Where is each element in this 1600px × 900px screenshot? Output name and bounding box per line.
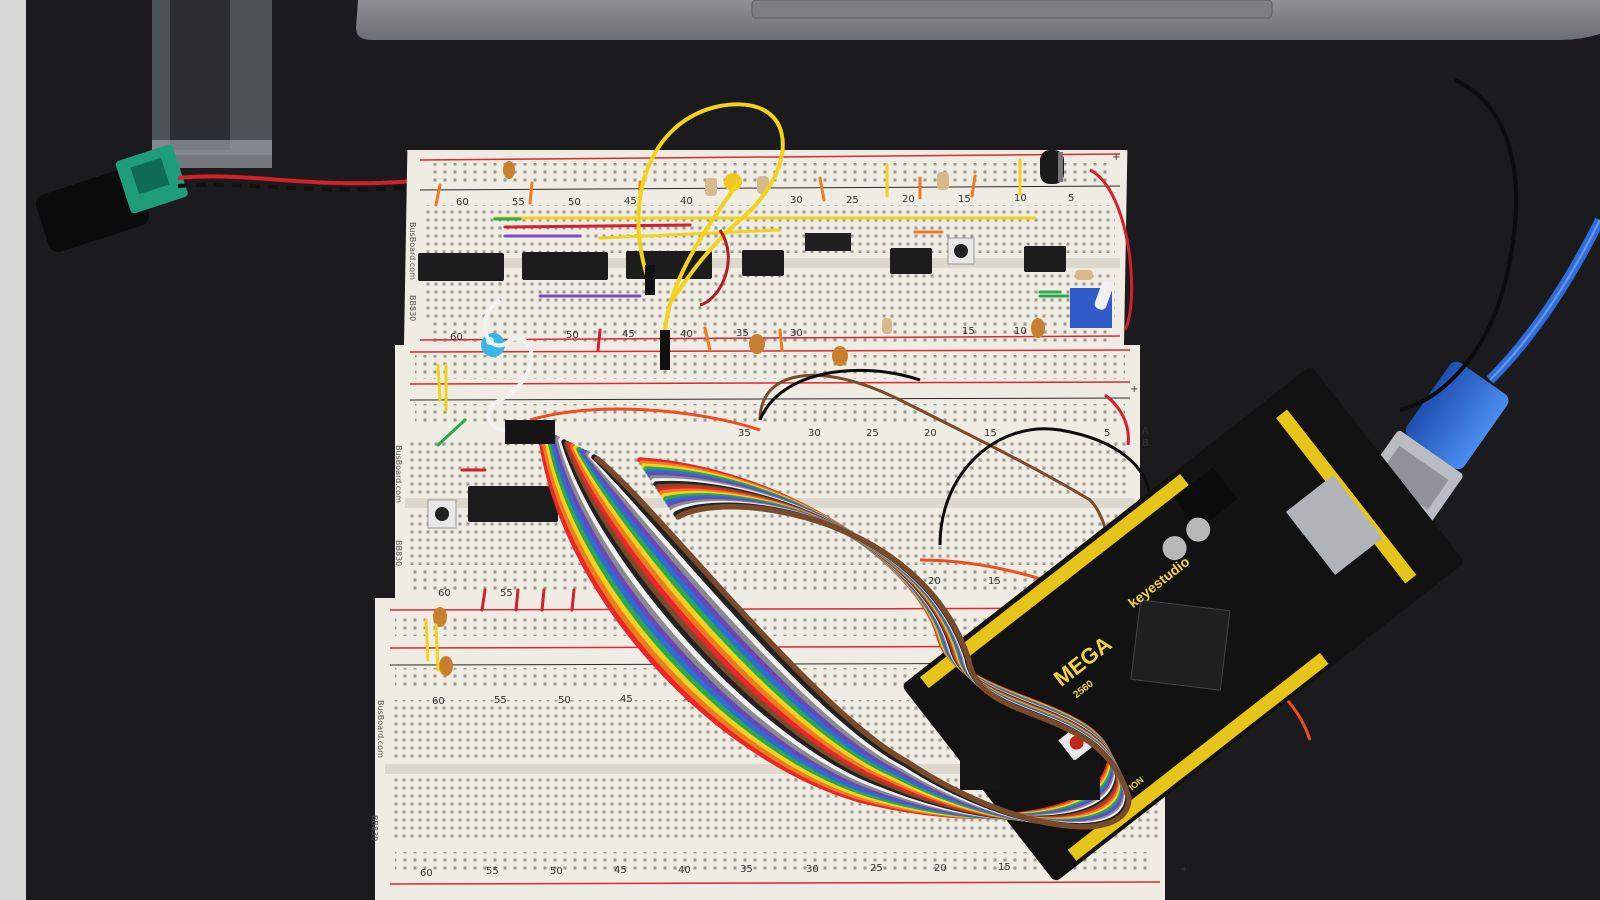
- brand-label: BusBoard.com: [394, 445, 403, 503]
- column-number: 35: [738, 428, 751, 439]
- column-number: 60: [456, 197, 469, 208]
- usb-connector: [1365, 361, 1509, 523]
- ic-tube: [152, 0, 272, 168]
- column-number: 45: [624, 196, 637, 207]
- column-number: 60: [438, 588, 451, 599]
- column-number: 35: [740, 864, 753, 875]
- ceramic-capacitors: [433, 161, 1045, 676]
- column-number: 45: [622, 329, 635, 340]
- ribbon-connector: [505, 420, 555, 444]
- column-number: 15: [988, 576, 1001, 587]
- column-number: 25: [846, 195, 859, 206]
- laptop: [356, 0, 1600, 40]
- rainbow-ribbon-cable: [505, 420, 1132, 830]
- ic-eeprom: [468, 486, 558, 522]
- column-number: 15: [984, 428, 997, 439]
- ribbon-connector: [1040, 760, 1100, 800]
- jumper-wires-middle: [424, 363, 576, 672]
- column-number: 45: [614, 865, 627, 876]
- column-number: 30: [808, 428, 821, 439]
- column-number: 60: [432, 696, 445, 707]
- column-number: 55: [512, 197, 525, 208]
- column-number: 55: [486, 866, 499, 877]
- column-number: 5: [1104, 428, 1110, 439]
- column-number: 20: [934, 863, 947, 874]
- column-number: 50: [568, 197, 581, 208]
- column-number: 55: [500, 588, 513, 599]
- electrolytic-capacitor: [1040, 150, 1064, 184]
- row-letter: A: [1142, 426, 1149, 437]
- column-number: 55: [494, 695, 507, 706]
- brand-label: BusBoard.com: [408, 222, 417, 280]
- arduino-mega-board: MEGA 2560 keyestudio COMMUNICATION: [903, 367, 1463, 881]
- jumper-pin: [660, 330, 670, 370]
- column-number: 10: [1014, 326, 1027, 337]
- column-number: 35: [736, 328, 749, 339]
- column-number: 20: [928, 576, 941, 587]
- column-number: 50: [550, 866, 563, 877]
- column-number: 50: [566, 330, 579, 341]
- column-number: 30: [790, 195, 803, 206]
- breadboard-middle: BusBoard.com BB830 A B + 35 30 25 20 15 …: [394, 345, 1149, 600]
- column-number: 20: [924, 428, 937, 439]
- brand-label: BusBoard.com: [376, 700, 385, 758]
- column-number: 5: [1068, 193, 1074, 204]
- column-number: 20: [902, 194, 915, 205]
- model-label: BB830: [370, 815, 379, 841]
- column-number: 25: [870, 863, 883, 874]
- column-number: 15: [958, 194, 971, 205]
- column-number: 60: [450, 332, 463, 343]
- ribbon-strand: [594, 455, 1132, 830]
- column-number: 60: [420, 868, 433, 879]
- jumper-wires-top: [434, 158, 1070, 352]
- white-wire: [482, 298, 534, 432]
- column-number: 40: [678, 865, 691, 876]
- column-number: 50: [558, 695, 571, 706]
- pushbutton-middle: [427, 499, 457, 529]
- column-number: 30: [790, 328, 803, 339]
- dc-power-jack: [35, 144, 188, 252]
- rail-plus: +: [1130, 384, 1138, 395]
- column-number: 15: [962, 326, 975, 337]
- black-wire: [938, 427, 1152, 546]
- rail-plus: +: [1180, 864, 1188, 875]
- model-label: BB830: [408, 295, 417, 321]
- rail-plus: +: [1112, 152, 1120, 163]
- pushbutton-top: [947, 237, 975, 265]
- yellow-jumper-arc: [636, 102, 785, 302]
- row-letter: B: [1142, 438, 1149, 449]
- ribbon-connector: [960, 720, 1000, 790]
- column-number: 10: [1014, 193, 1027, 204]
- column-number: 15: [998, 862, 1011, 873]
- white-edge: [0, 0, 26, 900]
- column-number: 30: [806, 864, 819, 875]
- column-number: 45: [620, 694, 633, 705]
- potentiometer: [1070, 280, 1114, 328]
- model-label: BB830: [394, 540, 403, 566]
- column-number: 40: [680, 329, 693, 340]
- column-number: 40: [680, 196, 693, 207]
- column-number: 25: [866, 428, 879, 439]
